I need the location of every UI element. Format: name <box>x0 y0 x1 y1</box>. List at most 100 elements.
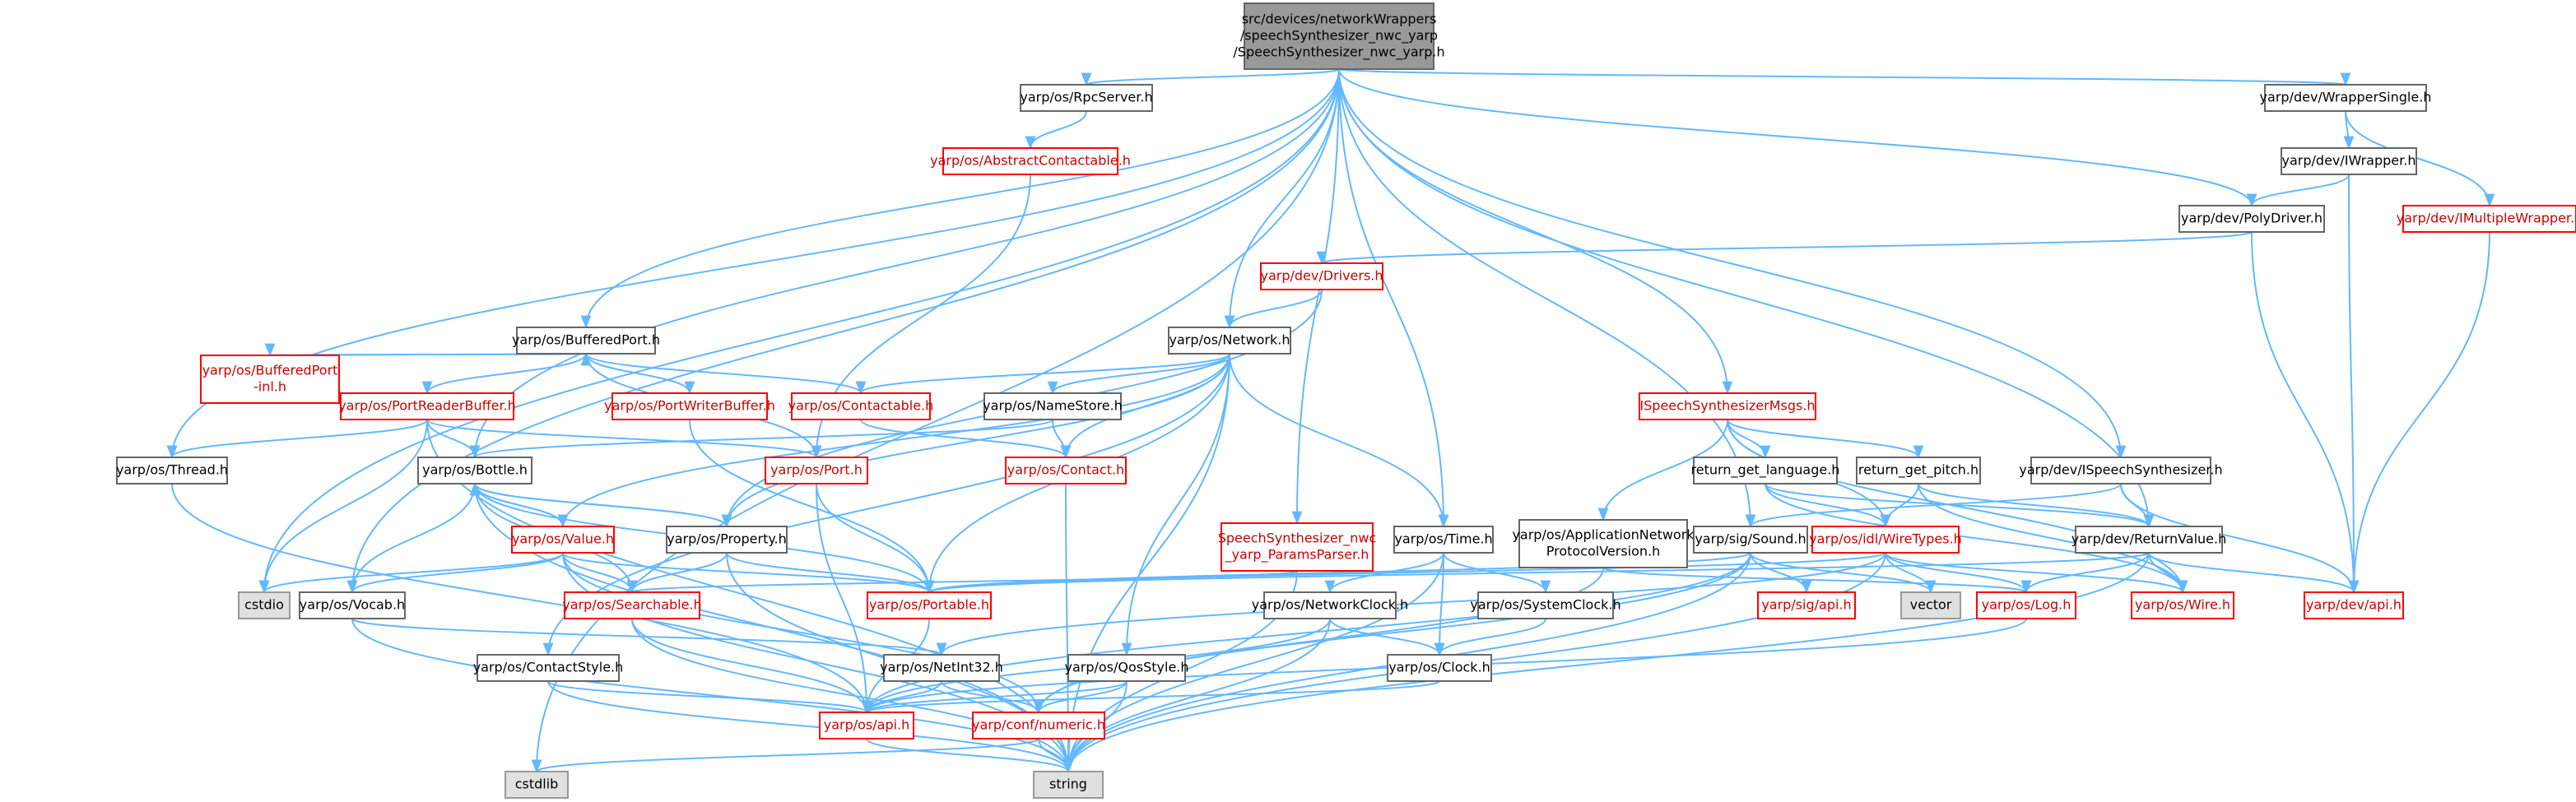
node-systemclock-box <box>1477 591 1614 619</box>
node-wiretypes[interactable]: yarp/os/idl/WireTypes.h <box>1809 526 1962 554</box>
edge-portwriterbuffer-to-portable <box>689 419 935 594</box>
node-contact-label: yarp/os/Contact.h <box>1007 462 1124 478</box>
node-numeric-box <box>972 712 1105 739</box>
node-vocab[interactable]: yarp/os/Vocab.h <box>299 591 406 619</box>
node-property[interactable]: yarp/os/Property.h <box>666 526 788 554</box>
node-namestore[interactable]: yarp/os/NameStore.h <box>983 392 1123 420</box>
node-bufferedport-label: yarp/os/BufferedPort.h <box>512 332 660 348</box>
node-imultiwrapper-box <box>2402 205 2576 233</box>
edge-network-to-string <box>1062 353 1230 773</box>
node-polydriver[interactable]: yarp/dev/PolyDriver.h <box>2178 205 2325 233</box>
node-qosstyle-box <box>1067 654 1186 682</box>
node-speechparams-label: _yarp_ParamsParser.h <box>1225 547 1369 563</box>
edge-contactstyle-to-osapi <box>547 680 872 714</box>
edge-value-to-cstdio <box>258 552 564 594</box>
node-root[interactable]: src/devices/networkWrappers/speechSynthe… <box>1233 2 1445 70</box>
node-abscontact[interactable]: yarp/os/AbstractContactable.h <box>930 147 1131 175</box>
node-systemclock-label: yarp/os/SystemClock.h <box>1470 597 1620 613</box>
edge-drivers-to-network <box>1224 289 1323 329</box>
node-namestore-label: yarp/os/NameStore.h <box>983 398 1123 414</box>
node-bufferedport[interactable]: yarp/os/BufferedPort.h <box>512 327 660 355</box>
node-ispeechsynth[interactable]: yarp/dev/ISpeechSynthesizer.h <box>2019 457 2223 484</box>
node-time-label: yarp/os/Time.h <box>1394 531 1492 547</box>
node-bufferedportinl[interactable]: yarp/os/BufferedPort-inl.h <box>200 355 340 404</box>
node-sound[interactable]: yarp/sig/Sound.h <box>1693 526 1808 554</box>
edge-root-to-sound <box>1338 68 1756 528</box>
edge-polydriver-to-drivers <box>1317 231 2253 265</box>
edge-root-to-bufferedport <box>580 68 1340 329</box>
edge-wiretypes-to-vector <box>1885 552 1937 594</box>
edge-bufferedport-to-portreaderbuffer <box>421 353 587 395</box>
node-thread[interactable]: yarp/os/Thread.h <box>116 457 228 484</box>
edge-ispeechmsgs-to-wire <box>1727 419 2188 594</box>
node-returnlang[interactable]: return_get_language.h <box>1691 457 1840 484</box>
edge-sound-to-vector <box>1750 552 1937 594</box>
node-devapi[interactable]: yarp/dev/api.h <box>2304 591 2404 619</box>
node-portable-box <box>867 591 992 619</box>
node-devapi-box <box>2304 591 2404 619</box>
node-clock[interactable]: yarp/os/Clock.h <box>1387 654 1492 682</box>
node-string: string <box>1033 771 1104 799</box>
node-returnvalue[interactable]: yarp/dev/ReturnValue.h <box>2071 526 2227 554</box>
node-drivers[interactable]: yarp/dev/Drivers.h <box>1260 262 1383 290</box>
edge-returnvalue-to-devapi <box>2148 552 2360 594</box>
node-root-label: /SpeechSynthesizer_nwc_yarp.h <box>1233 44 1444 61</box>
node-portreaderbuffer[interactable]: yarp/os/PortReaderBuffer.h <box>338 392 516 420</box>
edge-network-to-value <box>557 353 1230 528</box>
edge-namestore-to-bottle <box>470 419 1053 459</box>
node-contact-box <box>1005 457 1127 484</box>
node-osapi-label: yarp/os/api.h <box>824 717 910 733</box>
node-ispeechmsgs[interactable]: ISpeechSynthesizerMsgs.h <box>1639 392 1816 420</box>
edge-ispeechsynth-to-devapi <box>2120 483 2360 594</box>
node-value[interactable]: yarp/os/Value.h <box>511 526 615 554</box>
node-qosstyle[interactable]: yarp/os/QosStyle.h <box>1064 654 1189 682</box>
node-rpcserver[interactable]: yarp/os/RpcServer.h <box>1020 84 1153 112</box>
edge-returnlang-to-wiretypes <box>1765 483 1891 528</box>
edge-iwrapper-to-polydriver <box>2246 174 2350 207</box>
node-network[interactable]: yarp/os/Network.h <box>1168 327 1291 355</box>
node-returnpitch[interactable]: return_get_pitch.h <box>1856 457 1981 484</box>
node-port-box <box>765 457 868 484</box>
node-time[interactable]: yarp/os/Time.h <box>1393 526 1494 554</box>
node-portwriterbuffer[interactable]: yarp/os/PortWriterBuffer.h <box>604 392 775 420</box>
node-contactstyle[interactable]: yarp/os/ContactStyle.h <box>473 654 624 682</box>
node-property-box <box>666 526 788 554</box>
node-rpcserver-label: yarp/os/RpcServer.h <box>1020 90 1152 105</box>
node-networkclock[interactable]: yarp/os/NetworkClock.h <box>1252 591 1408 619</box>
edge-numeric-to-cstdlib <box>532 738 1039 773</box>
node-cstdio-label: cstdio <box>244 597 284 613</box>
node-speechparams[interactable]: SpeechSynthesizer_nwc_yarp_ParamsParser.… <box>1218 522 1377 572</box>
node-abscontact-label: yarp/os/AbstractContactable.h <box>930 153 1131 169</box>
edge-network-to-contactable <box>855 353 1230 395</box>
node-port[interactable]: yarp/os/Port.h <box>765 457 868 484</box>
node-network-box <box>1168 327 1291 355</box>
edge-returnlang-to-returnvalue <box>1765 483 2155 528</box>
node-netint32[interactable]: yarp/os/NetInt32.h <box>880 654 1003 682</box>
node-bufferedportinl-label: -inl.h <box>253 379 286 395</box>
node-bottle[interactable]: yarp/os/Bottle.h <box>417 457 532 484</box>
node-contactable[interactable]: yarp/os/Contactable.h <box>788 392 934 420</box>
node-searchable[interactable]: yarp/os/Searchable.h <box>562 591 702 619</box>
node-sigapi[interactable]: yarp/sig/api.h <box>1757 591 1856 619</box>
node-portable[interactable]: yarp/os/Portable.h <box>867 591 992 619</box>
edge-ispeechmsgs-to-returnpitch <box>1727 419 1924 459</box>
node-network-label: yarp/os/Network.h <box>1169 332 1290 348</box>
node-appnetwork[interactable]: yarp/os/ApplicationNetworkProtocolVersio… <box>1512 519 1695 568</box>
node-cstdlib-box <box>505 771 569 799</box>
node-clock-label: yarp/os/Clock.h <box>1388 660 1490 675</box>
edge-port-to-osapi <box>816 483 872 714</box>
node-wire[interactable]: yarp/os/Wire.h <box>2131 591 2234 619</box>
node-iwrapper[interactable]: yarp/dev/IWrapper.h <box>2281 147 2417 175</box>
node-osapi[interactable]: yarp/os/api.h <box>819 712 914 739</box>
node-numeric[interactable]: yarp/conf/numeric.h <box>972 712 1105 739</box>
node-systemclock[interactable]: yarp/os/SystemClock.h <box>1470 591 1621 619</box>
edge-property-to-bottle <box>469 482 728 527</box>
node-imultiwrapper[interactable]: yarp/dev/IMultipleWrapper.h <box>2397 205 2576 233</box>
node-log[interactable]: yarp/os/Log.h <box>1976 591 2076 619</box>
edge-returnvalue-to-wire <box>2148 552 2188 594</box>
node-ispeechsynth-box <box>2030 457 2211 484</box>
node-wrappersingle[interactable]: yarp/dev/WrapperSingle.h <box>2260 84 2432 112</box>
node-contact[interactable]: yarp/os/Contact.h <box>1005 457 1127 484</box>
node-wiretypes-label: yarp/os/idl/WireTypes.h <box>1809 531 1962 547</box>
node-ispeechsynth-label: yarp/dev/ISpeechSynthesizer.h <box>2019 462 2222 478</box>
